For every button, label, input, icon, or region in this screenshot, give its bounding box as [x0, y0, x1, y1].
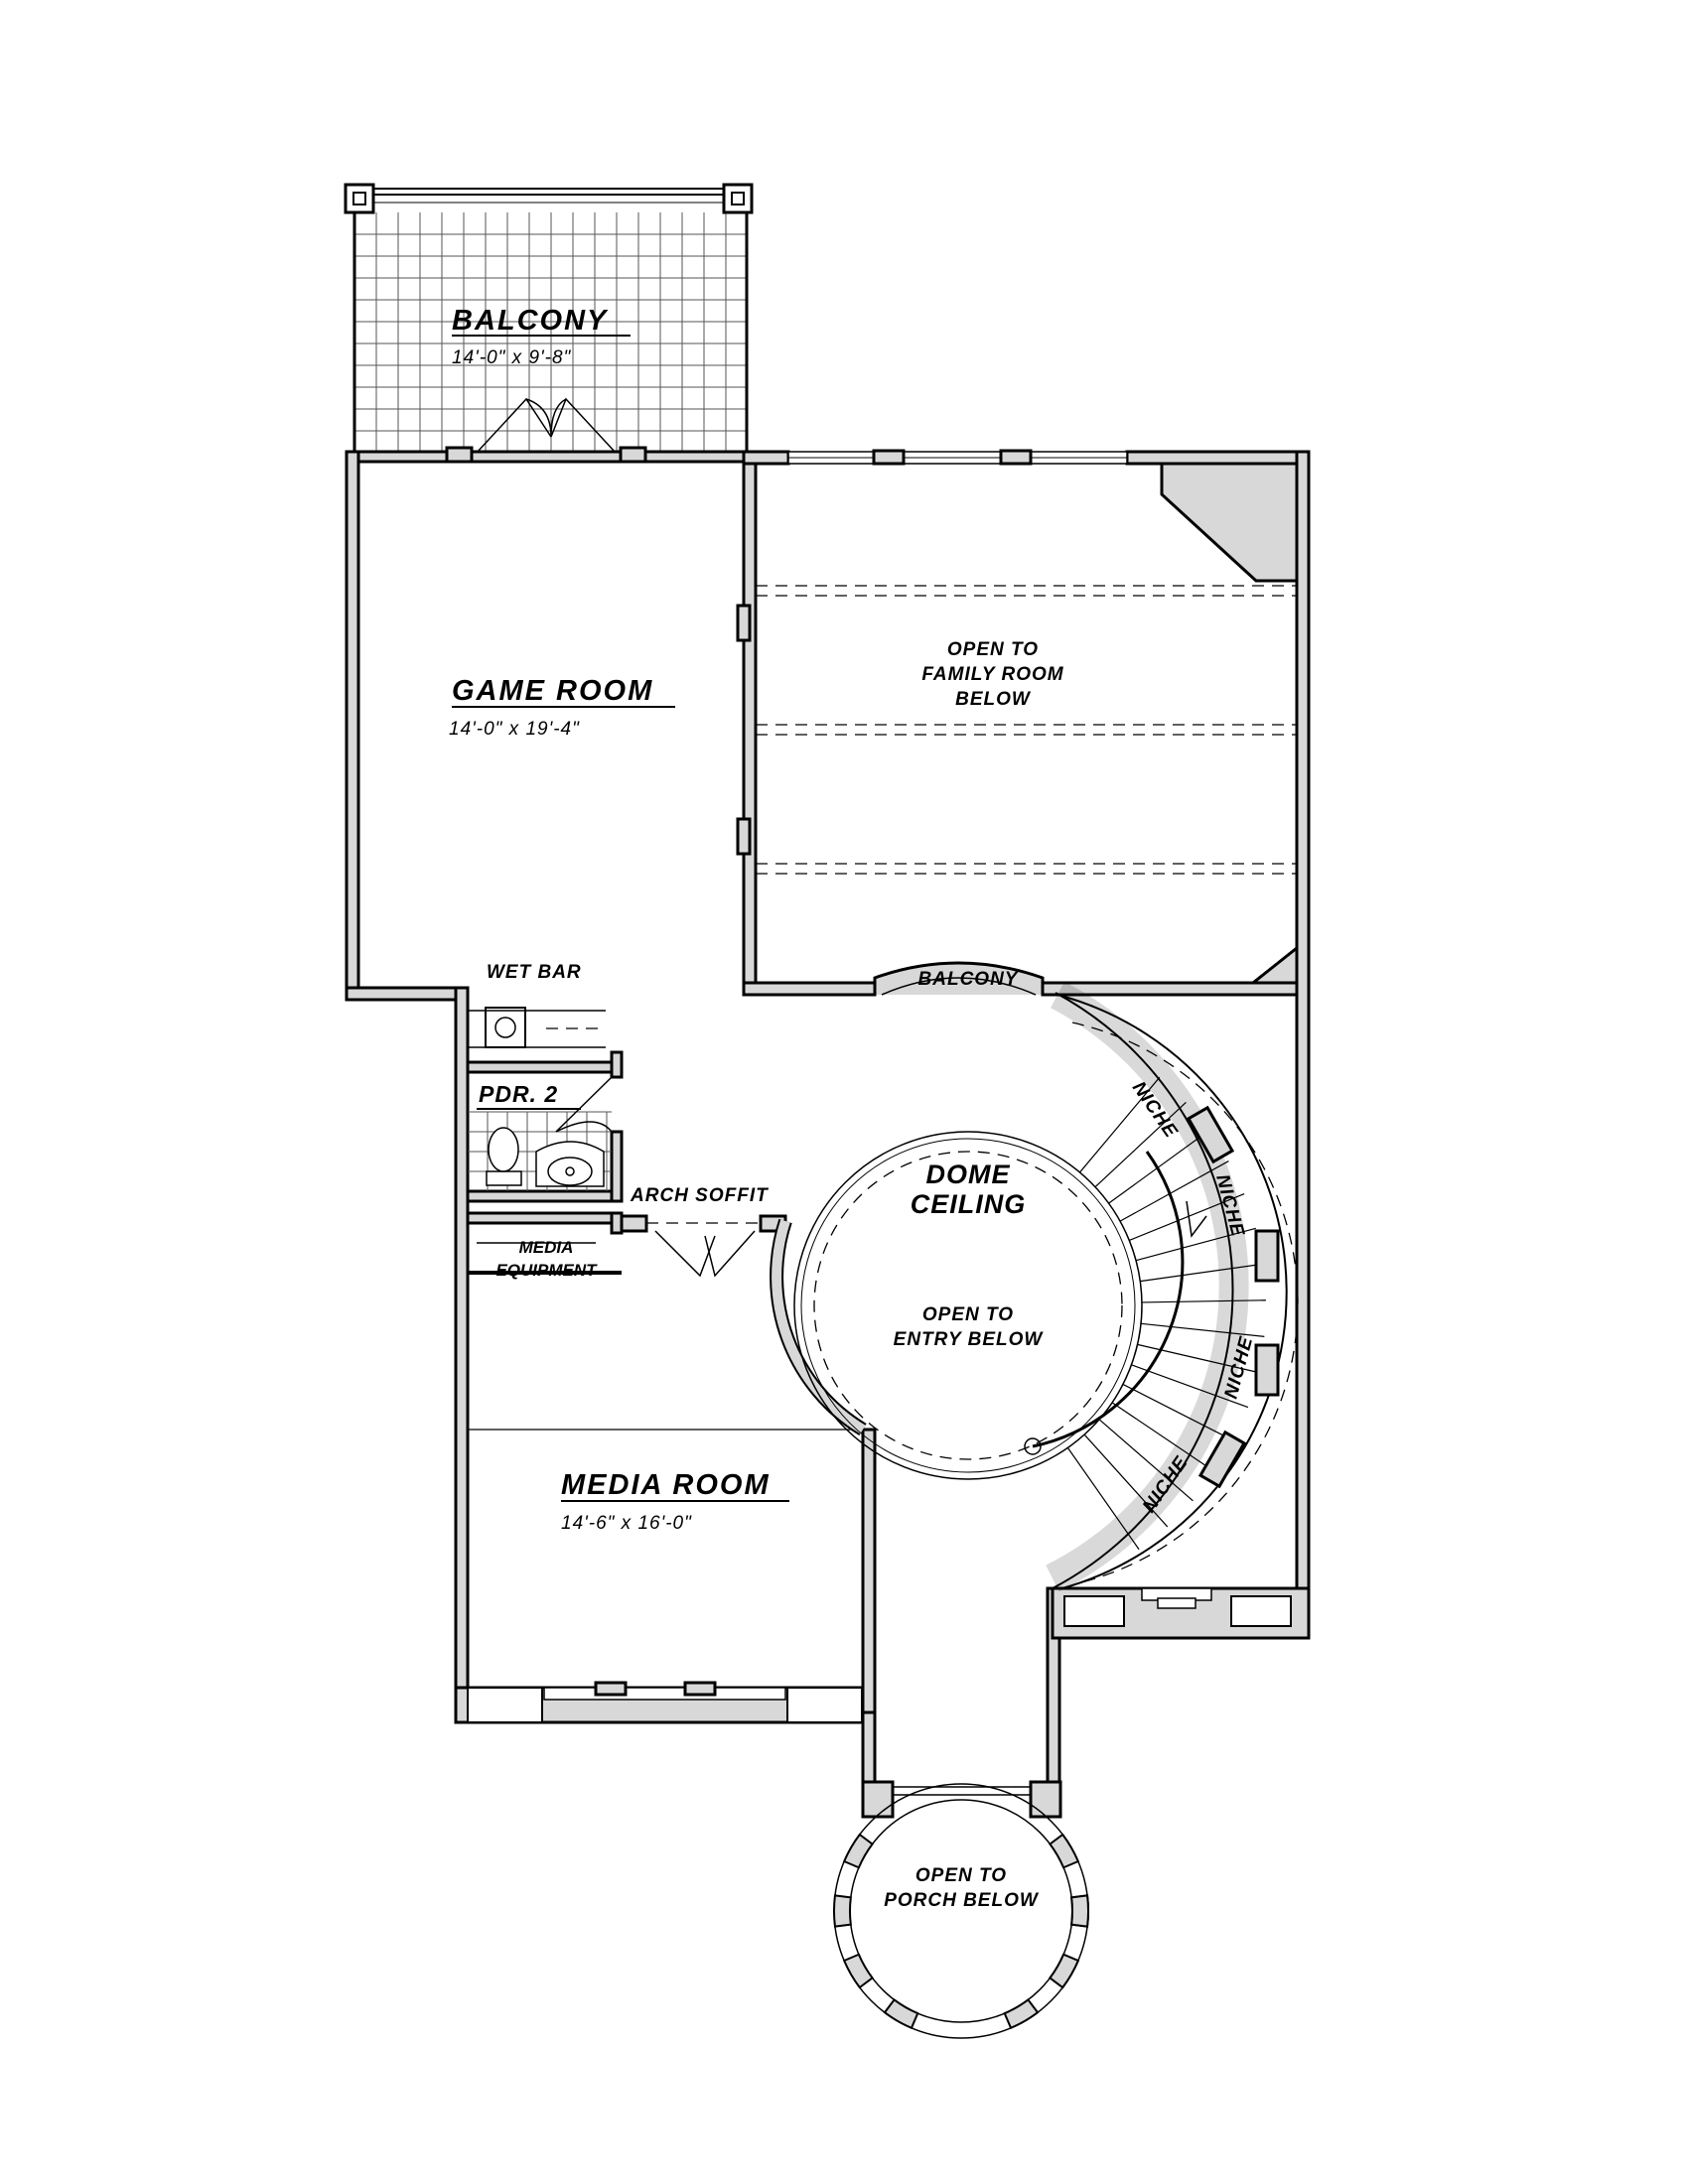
family-room-windows: [787, 449, 1128, 466]
label-open-porch: OPEN TO PORCH BELOW: [884, 1865, 1040, 1911]
balcony-dims: 14'-0" x 9'-8": [452, 347, 572, 368]
stair-windows: [1063, 1587, 1292, 1627]
open-porch-line1: OPEN TO: [915, 1865, 1007, 1886]
label-open-family: OPEN TO FAMILY ROOM BELOW: [921, 639, 1063, 710]
open-family-line3: BELOW: [955, 689, 1032, 710]
media-room-dims: 14'-6" x 16'-0": [561, 1513, 692, 1534]
open-entry-line1: OPEN TO: [922, 1304, 1014, 1325]
open-porch-line2: PORCH BELOW: [884, 1890, 1040, 1911]
dome-ceiling: [770, 1131, 1143, 1480]
balcony-small-label: BALCONY: [918, 969, 1020, 990]
powder-room: [466, 1050, 624, 1203]
label-media-room: MEDIA ROOM 14'-6" x 16'-0": [561, 1469, 789, 1534]
balcony-deck: [344, 183, 754, 453]
label-dome: DOME CEILING: [911, 1160, 1027, 1219]
dome-line1: DOME: [926, 1160, 1011, 1189]
media-room-door[interactable]: [620, 1214, 787, 1278]
media-equipment-line2: EQUIPMENT: [495, 1261, 598, 1280]
game-room-dims: 14'-0" x 19'-4": [449, 719, 580, 740]
arch-soffit-label: ARCH SOFFIT: [630, 1185, 769, 1206]
open-entry-line2: ENTRY BELOW: [894, 1329, 1045, 1350]
powder-label: PDR. 2: [479, 1081, 558, 1107]
media-room-windows: [467, 1681, 863, 1723]
spiral-stair[interactable]: [1024, 981, 1299, 1592]
wet-bar: [468, 1007, 606, 1048]
balcony-name: BALCONY: [452, 305, 609, 337]
label-open-entry: OPEN TO ENTRY BELOW: [894, 1304, 1045, 1350]
wet-bar-label: WET BAR: [487, 962, 582, 983]
label-powder: PDR. 2: [477, 1081, 581, 1110]
balcony-small: [873, 961, 1045, 996]
label-media-equipment: MEDIA EQUIPMENT: [495, 1238, 598, 1280]
open-family-line2: FAMILY ROOM: [921, 664, 1063, 685]
media-equipment-line1: MEDIA: [519, 1238, 574, 1257]
label-game-room: GAME ROOM 14'-0" x 19'-4": [449, 675, 675, 740]
label-balcony-top: BALCONY 14'-0" x 9'-8": [452, 305, 631, 368]
dome-line2: CEILING: [911, 1189, 1027, 1219]
open-to-below-lines: [756, 585, 1297, 875]
open-family-line1: OPEN TO: [947, 639, 1039, 660]
game-room-name: GAME ROOM: [452, 675, 653, 707]
media-room-name: MEDIA ROOM: [561, 1469, 771, 1501]
porch-rotunda: [833, 1780, 1090, 2039]
balcony-door[interactable]: [445, 397, 647, 464]
